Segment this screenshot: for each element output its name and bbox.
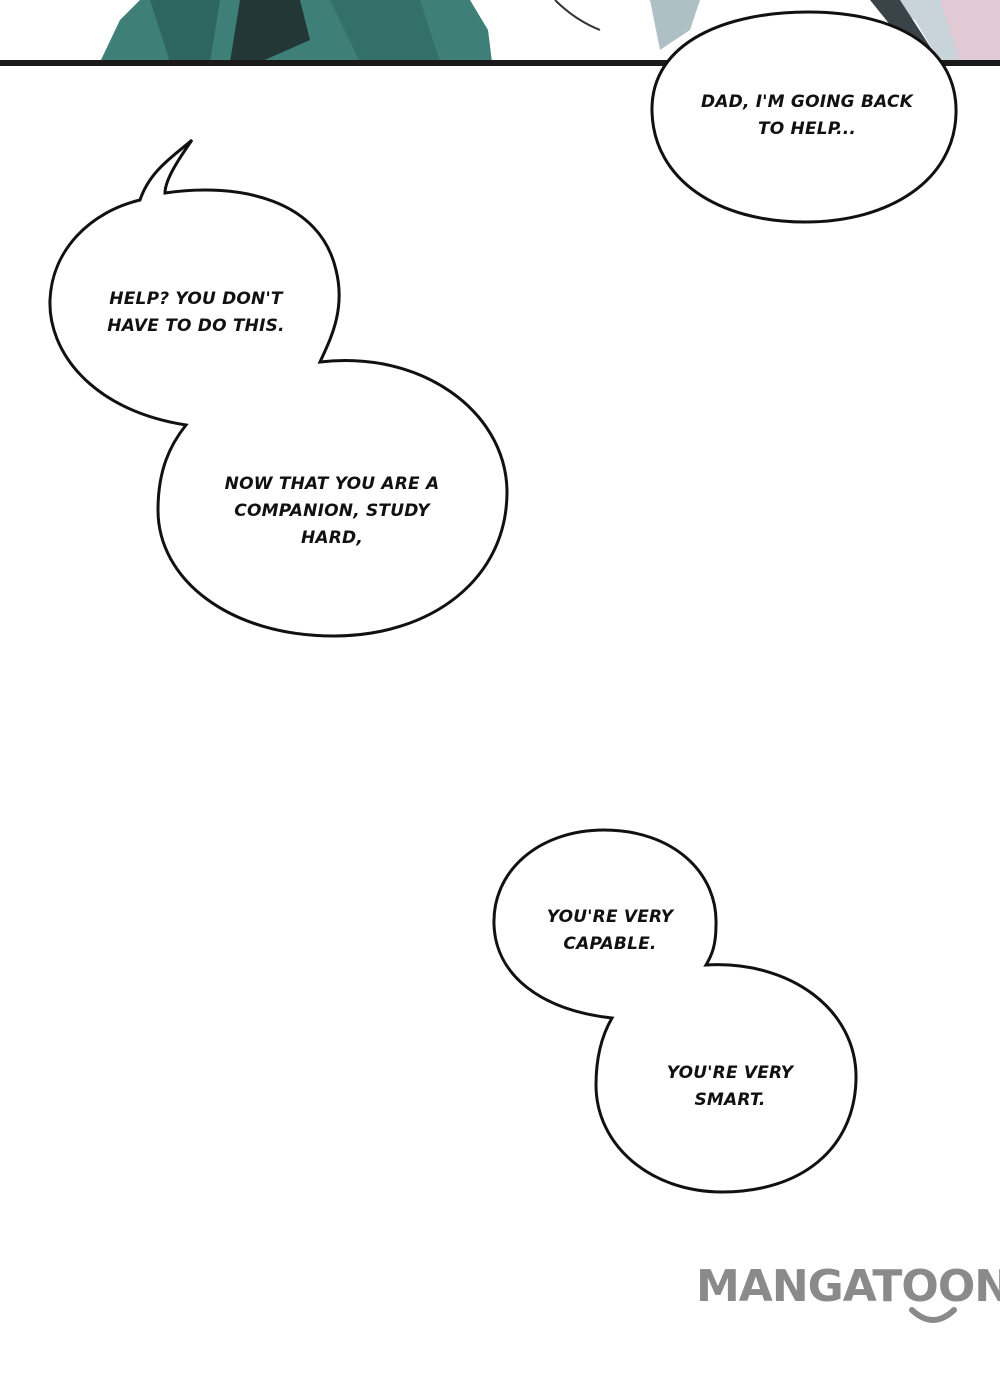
bubble-1-text: DAD, I'M GOING BACK TO HELP... (701, 92, 913, 139)
logo-text: MANGATOON (696, 1261, 1000, 1312)
smile-icon (909, 1307, 957, 1323)
speech-bubble-1 (650, 10, 958, 224)
bubble-5-text: YOU'RE VERY SMART. (666, 1063, 794, 1110)
bubble-3-text: NOW THAT YOU ARE A COMPANION, STUDY HARD… (224, 474, 440, 548)
speech-bubble-4-5 (492, 828, 858, 1194)
bubble-2-text: HELP? YOU DON'T HAVE TO DO THIS. (107, 289, 285, 336)
speech-bubble-2-3 (48, 138, 509, 638)
mangatoon-logo: MANGATOON (696, 1262, 1000, 1332)
bubble-4-text: YOU'RE VERY CAPABLE. (546, 907, 674, 954)
